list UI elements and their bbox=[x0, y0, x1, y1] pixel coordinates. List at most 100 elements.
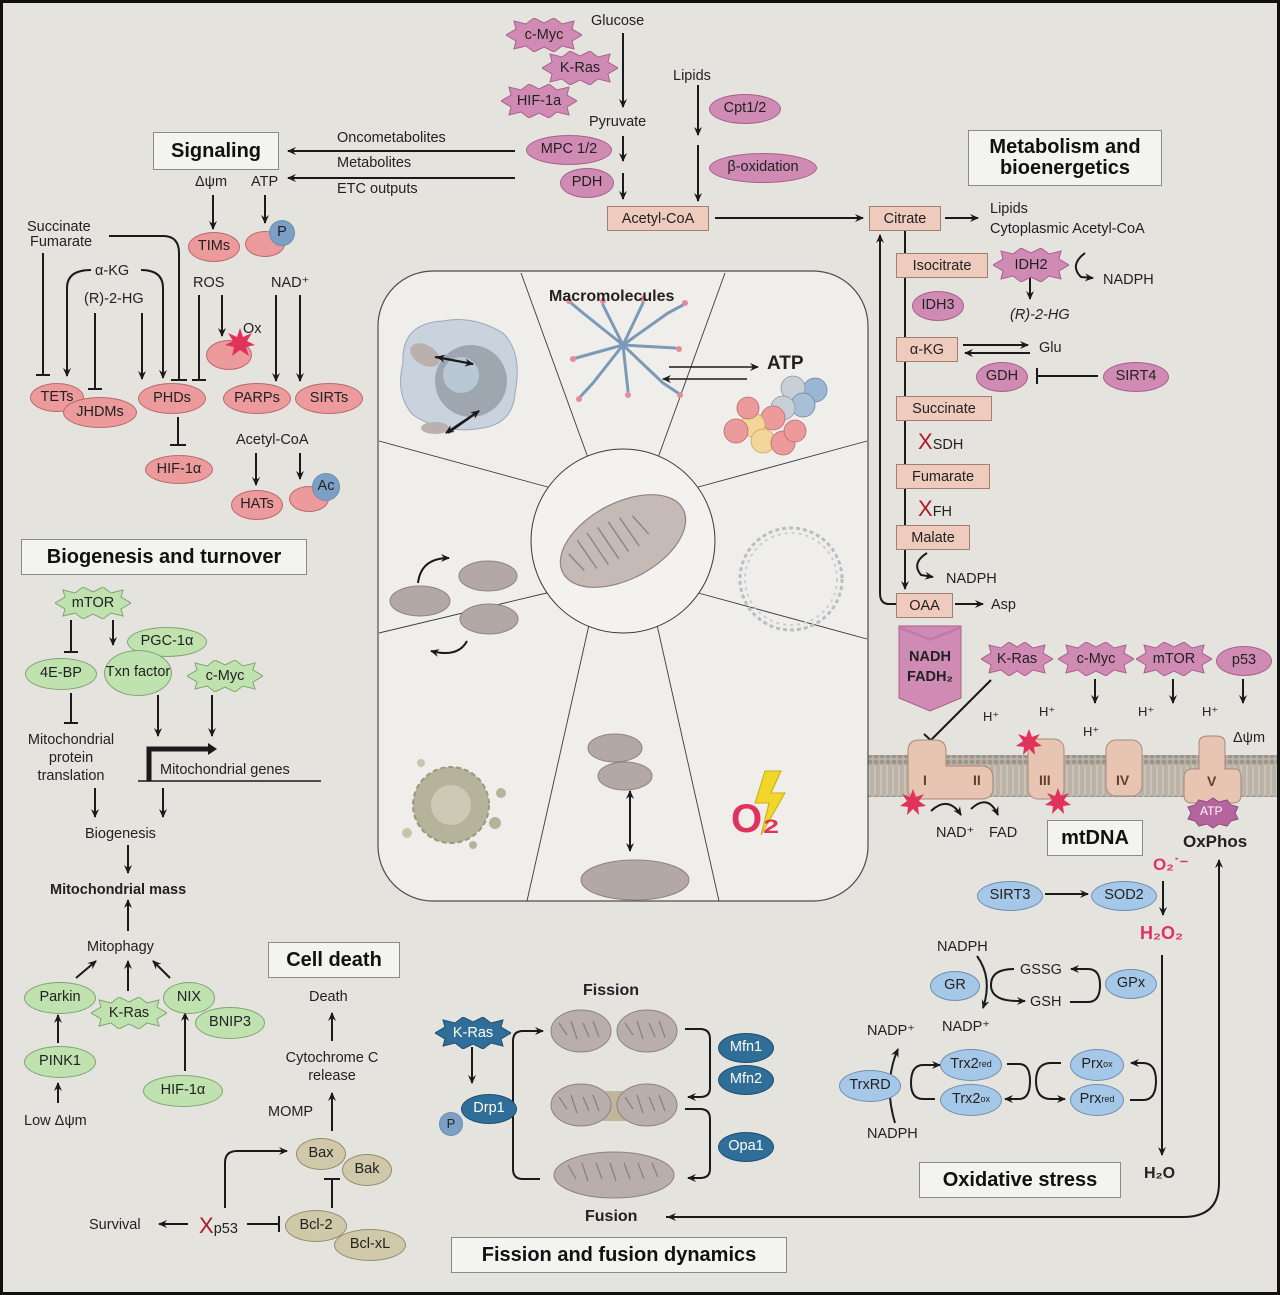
succinate-box: Succinate bbox=[896, 396, 992, 421]
opa1-node: Opa1 bbox=[718, 1132, 774, 1162]
acetyl-coa-signaling-label: Acetyl-CoA bbox=[236, 432, 309, 448]
alpha-kg-box: α-KG bbox=[896, 337, 958, 362]
translation-line-3: translation bbox=[37, 768, 105, 784]
parkin-node: Parkin bbox=[24, 982, 96, 1014]
bax-node: Bax bbox=[296, 1138, 346, 1170]
hydrogen-peroxide-label: H₂O₂ bbox=[1140, 923, 1183, 943]
water-label: H₂O bbox=[1144, 1165, 1176, 1182]
cmyc-star-node bbox=[506, 18, 582, 52]
kras-etc-star-node bbox=[981, 642, 1053, 676]
nadh-label: NADH bbox=[909, 649, 951, 665]
hats-node: HATs bbox=[231, 490, 283, 520]
nad-label: NAD⁺ bbox=[271, 275, 310, 291]
gr-node: GR bbox=[930, 971, 980, 1001]
acetyl-badge: Ac bbox=[312, 473, 340, 501]
mitochondrial-genes-label: Mitochondrial genes bbox=[160, 762, 290, 778]
kras-dynamics-label: K-Ras bbox=[452, 1025, 494, 1041]
sdh-loss-x-icon: X bbox=[918, 429, 933, 454]
p53-death-label: Xp53 bbox=[199, 1213, 238, 1238]
kras-dynamics-star-node bbox=[435, 1017, 511, 1049]
mfn1-node: Mfn1 bbox=[718, 1033, 774, 1063]
sirts-node: SIRTs bbox=[295, 383, 363, 414]
tims-node: TIMs bbox=[188, 232, 240, 262]
metabolites-label: Metabolites bbox=[337, 155, 412, 171]
ros-burst bbox=[1045, 788, 1071, 814]
succinate-label: Succinate bbox=[27, 219, 91, 235]
fadh2-label: FADH₂ bbox=[907, 669, 953, 685]
oncometabolites-label: Oncometabolites bbox=[337, 130, 446, 146]
nadph-malate-label: NADPH bbox=[946, 571, 997, 587]
fission-label: Fission bbox=[583, 982, 640, 999]
idh2-label: IDH2 bbox=[1014, 257, 1048, 273]
mtor-etc-label: mTOR bbox=[1152, 651, 1196, 667]
ox-label: Ox bbox=[243, 321, 262, 337]
oxidation-burst-icon bbox=[225, 328, 255, 356]
hif1a-node-signaling: HIF-1α bbox=[145, 455, 213, 484]
sod2-node: SOD2 bbox=[1091, 881, 1157, 911]
hif1a-bio-node: HIF-1α bbox=[143, 1075, 223, 1107]
superoxide-label: O₂˙⁻ bbox=[1153, 855, 1189, 874]
survival-label: Survival bbox=[89, 1217, 141, 1233]
translation-line-2: protein bbox=[48, 750, 94, 766]
fumarate-box: Fumarate bbox=[896, 464, 990, 489]
parps-node: PARPs bbox=[223, 383, 291, 414]
phosphate-badge: P bbox=[269, 220, 295, 246]
section-title-biogenesis: Biogenesis and turnover bbox=[21, 539, 307, 575]
fad-label: FAD bbox=[989, 825, 1018, 841]
mitochondrial-mass-label: Mitochondrial mass bbox=[50, 882, 187, 898]
mpc-node: MPC 1/2 bbox=[526, 135, 612, 165]
complex-i-label: I bbox=[923, 772, 927, 788]
section-title-cell-death: Cell death bbox=[268, 942, 400, 978]
citrate-output-lipids: Lipids bbox=[990, 201, 1028, 217]
trxrd-node: TrxRD bbox=[839, 1070, 901, 1102]
cytochrome-c-label: Cytochrome C bbox=[285, 1050, 379, 1066]
oxphos-label: OxPhos bbox=[1183, 832, 1248, 851]
fh-label: XFH bbox=[918, 496, 953, 521]
macromolecules-label: Macromolecules bbox=[549, 288, 675, 305]
center-superoxide-label: O₂ bbox=[731, 797, 780, 841]
membrane-potential-etc-label: Δψm bbox=[1233, 730, 1266, 746]
complex-ii-label: II bbox=[973, 772, 981, 788]
r2hg-label: (R)-2-HG bbox=[84, 291, 144, 307]
phds-node: PHDs bbox=[138, 383, 206, 414]
isocitrate-box: Isocitrate bbox=[896, 253, 988, 278]
nix-node: NIX bbox=[163, 982, 215, 1014]
beta-oxidation-node: β-oxidation bbox=[709, 153, 817, 183]
mtor-etc-star-node bbox=[1136, 642, 1212, 676]
asp-label: Asp bbox=[991, 597, 1016, 613]
pdh-node: PDH bbox=[560, 168, 614, 198]
kras-bio-star-node bbox=[91, 997, 167, 1029]
glu-label: Glu bbox=[1039, 340, 1062, 356]
ros-burst bbox=[900, 789, 926, 815]
citrate-output-acetyl-coa: Cytoplasmic Acetyl-CoA bbox=[990, 221, 1145, 237]
cpt-node: Cpt1/2 bbox=[709, 94, 781, 124]
complex-v-label: V bbox=[1207, 773, 1217, 789]
kras-label: K-Ras bbox=[559, 60, 601, 76]
cmyc-bio-label: c-Myc bbox=[205, 668, 245, 684]
idh3-node: IDH3 bbox=[912, 291, 964, 321]
death-label: Death bbox=[309, 989, 348, 1005]
low-membrane-potential-label: Low Δψm bbox=[24, 1113, 87, 1129]
etc-outputs-label: ETC outputs bbox=[337, 181, 418, 197]
cmyc-label: c-Myc bbox=[524, 27, 564, 43]
ros-label: ROS bbox=[193, 275, 225, 291]
kras-star-node bbox=[542, 51, 618, 85]
oaa-box: OAA bbox=[896, 593, 953, 618]
jhdms-node: JHDMs bbox=[63, 397, 137, 428]
malate-box: Malate bbox=[896, 525, 970, 550]
cmyc-etc-label: c-Myc bbox=[1076, 651, 1116, 667]
nadph-gr-label: NADPH bbox=[937, 939, 988, 955]
proton-label: H⁺ bbox=[1138, 704, 1155, 719]
pgc1a-node: PGC-1α bbox=[127, 627, 207, 657]
nad-etc-label: NAD⁺ bbox=[936, 825, 975, 841]
translation-line-1: Mitochondrial bbox=[27, 732, 115, 748]
ros-burst bbox=[1016, 729, 1042, 755]
momp-label: MOMP bbox=[268, 1104, 314, 1120]
gpx-node: GPx bbox=[1105, 969, 1157, 999]
nadp-trx-label: NADP⁺ bbox=[867, 1023, 915, 1039]
lipids-label: Lipids bbox=[673, 68, 711, 84]
section-title-mtdna: mtDNA bbox=[1047, 820, 1143, 856]
mtor-label: mTOR bbox=[71, 595, 115, 611]
